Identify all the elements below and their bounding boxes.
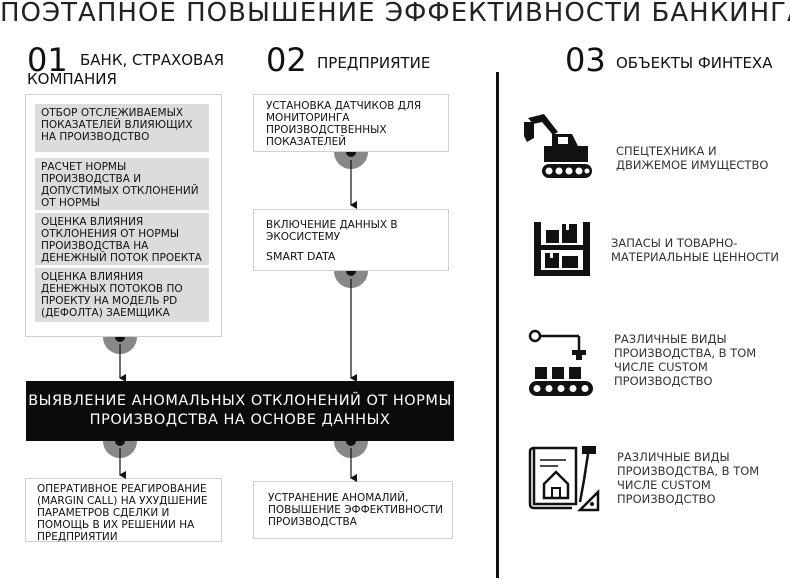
warehouse-shelf-icon	[534, 222, 590, 276]
enterprise-step-1-box	[253, 94, 449, 152]
bank-step-3: ОЦЕНКА ВЛИЯНИЯ ОТКЛОНЕНИЯ ОТ НОРМЫ ПРОИЗ…	[35, 213, 209, 265]
column-number-03: 03	[565, 41, 606, 79]
enterprise-step-2-box	[253, 209, 449, 271]
column-heading-enterprise: ПРЕДПРИЯТИЕ	[317, 54, 431, 72]
outcome-enterprise: УСТРАНЕНИЕ АНОМАЛИЙ, ПОВЫШЕНИЕ ЭФФЕКТИВН…	[268, 492, 443, 528]
outcome-bank: ОПЕРАТИВНОЕ РЕАГИРОВАНИЕ (MARGIN CALL) Н…	[37, 483, 208, 543]
bank-step-1: ОТБОР ОТСЛЕЖИВАЕМЫХ ПОКАЗАТЕЛЕЙ ВЛИЯЮЩИХ…	[35, 104, 209, 152]
fintech-label-1: СПЕЦТЕХНИКА И ДВИЖЕМОЕ ИМУЩЕСТВО	[616, 144, 769, 172]
central-bar-line2: ПРОИЗВОДСТВА НА ОСНОВЕ ДАННЫХ	[89, 412, 391, 428]
fintech-label-2: ЗАПАСЫ И ТОВАРНО-МАТЕРИАЛЬНЫЕ ЦЕННОСТИ	[611, 236, 779, 264]
column-heading-bank-line2: КОМПАНИЯ	[27, 70, 117, 88]
enterprise-step-2: ВКЛЮЧЕНИЕ ДАННЫХ В ЭКОСИСТЕМУ	[266, 219, 398, 243]
column-heading-bank: БАНК, СТРАХОВАЯ	[80, 51, 224, 69]
bank-step-2: РАСЧЕТ НОРМЫ ПРОИЗВОДСТВА И ДОПУСТИМЫХ О…	[35, 158, 209, 210]
blueprint-icon	[528, 446, 600, 512]
enterprise-step-1: УСТАНОВКА ДАТЧИКОВ ДЛЯ МОНИТОРИНГА ПРОИЗ…	[266, 100, 422, 148]
fintech-label-3: РАЗЛИЧНЫЕ ВИДЫ ПРОИЗВОДСТВА, В ТОМ ЧИСЛЕ…	[614, 332, 757, 388]
column-number-02: 02	[266, 41, 307, 79]
central-bar-line1: ВЫЯВЛЕНИЕ АНОМАЛЬНЫХ ОТКЛОНЕНИЙ ОТ НОРМЫ	[28, 393, 452, 409]
excavator-icon	[524, 114, 592, 178]
bank-step-4: ОЦЕНКА ВЛИЯНИЯ ДЕНЕЖНЫХ ПОТОКОВ ПО ПРОЕК…	[35, 268, 209, 322]
page-title: ПОЭТАПНОЕ ПОВЫШЕНИЕ ЭФФЕКТИВНОСТИ БАНКИН…	[0, 0, 790, 28]
conveyor-icon	[528, 329, 593, 396]
column-divider	[496, 72, 499, 578]
column-heading-fintech: ОБЪЕКТЫ ФИНТЕХА	[616, 54, 773, 72]
column-number-01: 01	[27, 41, 68, 79]
outcome-enterprise-box	[253, 481, 453, 539]
column-heading-bank-line1: БАНК, СТРАХОВАЯ	[80, 51, 225, 69]
fintech-label-4: РАЗЛИЧНЫЕ ВИДЫ ПРОИЗВОДСТВА, В ТОМ ЧИСЛЕ…	[617, 450, 760, 506]
smart-data-label: SMART DATA	[266, 250, 336, 263]
central-anomaly-bar: ВЫЯВЛЕНИЕ АНОМАЛЬНЫХ ОТКЛОНЕНИЙ ОТ НОРМЫ…	[26, 381, 454, 441]
